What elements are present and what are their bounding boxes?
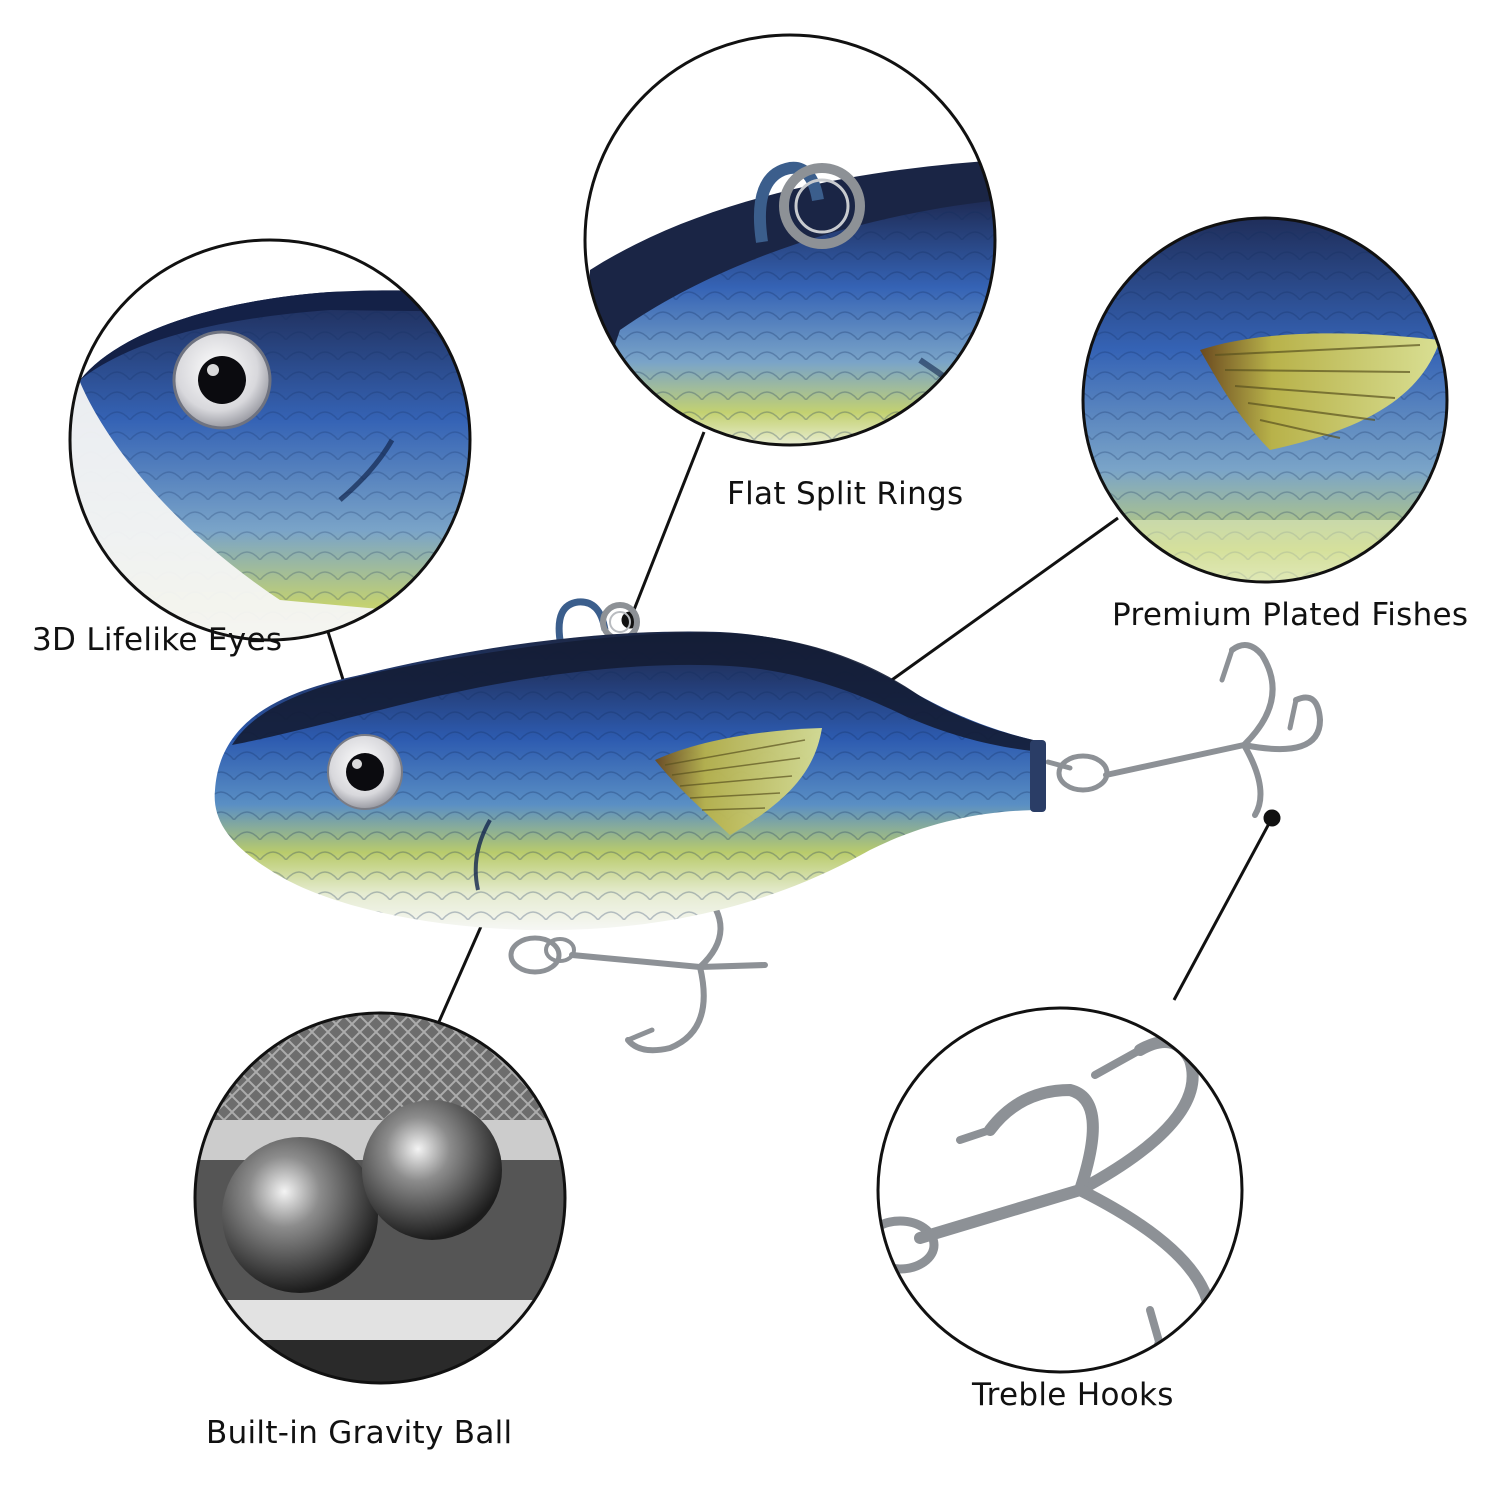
split-ring-icon: [555, 598, 640, 642]
zoom-treble-ring: [876, 1006, 1244, 1374]
fin-icon: [655, 728, 822, 835]
split-ring-closeup: [753, 161, 865, 249]
gravity-ball-icon: [222, 1100, 502, 1293]
zoom-rings-ring: [583, 33, 997, 447]
zoom-rings: [585, 35, 995, 445]
zoom-gravity-ring: [193, 1011, 567, 1385]
label-flat-split-rings: Flat Split Rings: [727, 476, 964, 512]
zoom-eyes: [70, 240, 470, 640]
label-treble-hooks: Treble Hooks: [972, 1377, 1174, 1413]
label-3d-lifelike-eyes: 3D Lifelike Eyes: [32, 622, 283, 658]
belly-treble-hook: [508, 879, 768, 1054]
tail-treble-hook: [1045, 642, 1324, 818]
eye-icon: [327, 734, 403, 810]
zoom-eyes-ring: [68, 238, 472, 642]
fish-lure-icon: [214, 598, 1324, 1054]
label-built-in-gravity-ball: Built-in Gravity Ball: [206, 1415, 513, 1451]
label-premium-plated-fishes: Premium Plated Fishes: [1112, 597, 1469, 633]
zoom-plated-ring: [1081, 216, 1449, 584]
zoom-treble: [878, 1008, 1242, 1372]
zoom-plated: [1083, 218, 1447, 582]
